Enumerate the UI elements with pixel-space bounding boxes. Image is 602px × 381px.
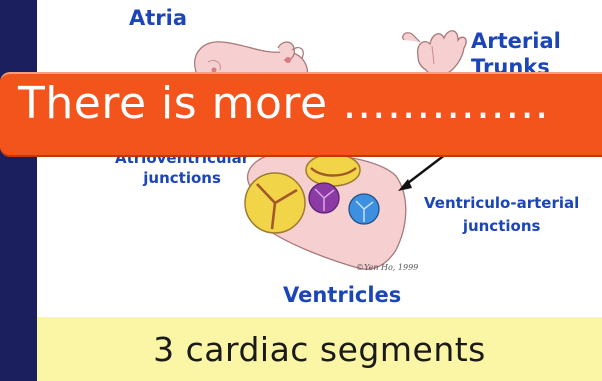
arterial-label-line1: Arterial (471, 28, 561, 54)
ventriculo-arterial-junctions-label: Ventriculo-arterial junctions (424, 192, 579, 238)
mitral-valve (306, 154, 360, 186)
va-label-line1: Ventriculo-arterial (424, 192, 579, 215)
ventricles-label: Ventricles (283, 283, 401, 307)
va-label-line2: junctions (424, 215, 579, 238)
av-label-line2: junctions (115, 168, 249, 188)
image-credit: ©Yen Ho, 1999 (356, 263, 418, 272)
aortic-valve (309, 183, 339, 213)
tricuspid-valve (245, 173, 305, 233)
overlay-banner-text: There is more ………….. (18, 78, 549, 129)
atria-label: Atria (129, 6, 187, 30)
pulmonary-valve (349, 194, 379, 224)
ventricles-illustration (245, 152, 406, 269)
pointer-arrow (398, 154, 446, 191)
arterial-trunks-illustration (403, 31, 466, 76)
footer-title: 3 cardiac segments (37, 318, 602, 380)
